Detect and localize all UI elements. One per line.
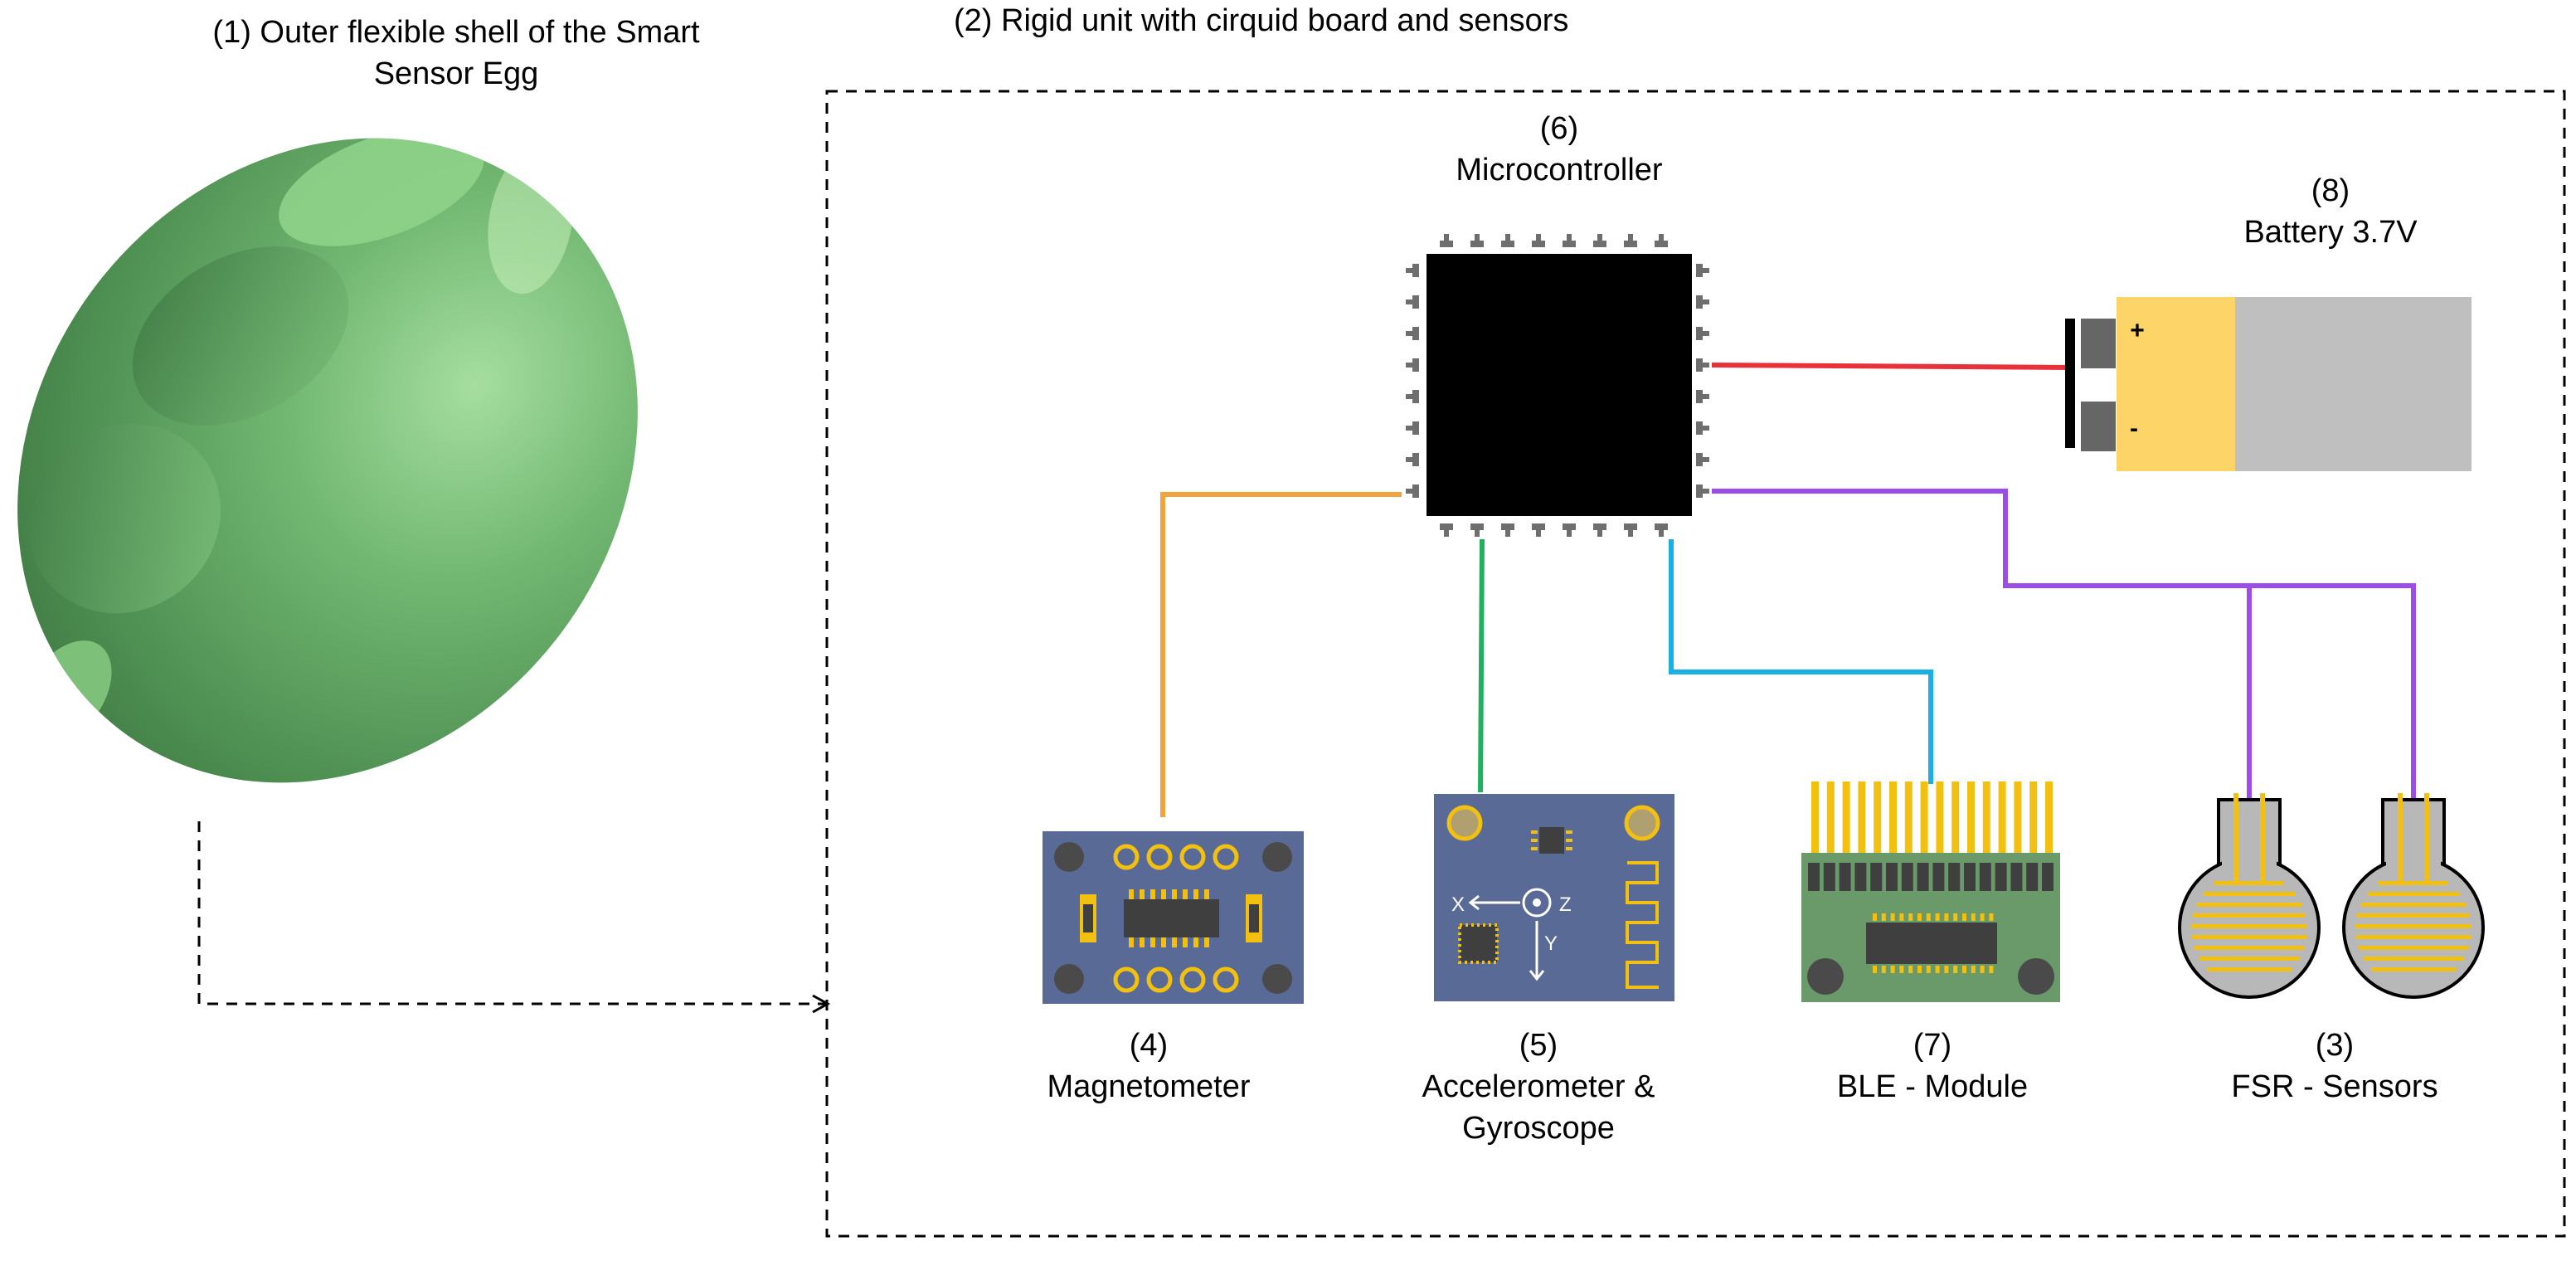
wire-magnetometer <box>1160 492 1402 817</box>
wire-fsr-1 <box>1712 489 2252 801</box>
label-accelerometer-name-line2: Gyroscope <box>1462 1111 1615 1146</box>
chip-body <box>1427 254 1692 516</box>
label-fsr-number: (3) <box>2315 1028 2355 1063</box>
label-outer-shell-line1: (1) Outer flexible shell of the Smart <box>212 15 700 50</box>
wire-fsr-2 <box>2249 583 2416 801</box>
label-battery-number: (8) <box>2311 173 2350 208</box>
label-microcontroller-number: (6) <box>1539 111 1579 146</box>
label-fsr-name: FSR - Sensors <box>2231 1069 2438 1104</box>
label-ble-number: (7) <box>1913 1028 1952 1063</box>
label-battery: (8) Battery 3.7V <box>2206 170 2455 253</box>
wire-ble <box>1669 539 1933 784</box>
dashed-arrow <box>197 821 831 1014</box>
label-battery-name: Battery 3.7V <box>2243 215 2418 250</box>
label-accelerometer-number: (5) <box>1519 1028 1558 1063</box>
label-microcontroller-name: Microcontroller <box>1456 153 1663 187</box>
label-outer-shell: (1) Outer flexible shell of the Smart Se… <box>166 12 746 95</box>
ble-module <box>1801 781 2060 1002</box>
imu-axis-x: X <box>1451 893 1465 916</box>
egg-hole <box>132 246 349 426</box>
label-ble-name: BLE - Module <box>1836 1069 2029 1104</box>
label-magnetometer: (4) Magnetometer <box>983 1025 1315 1108</box>
magnetometer-board <box>1043 831 1304 1004</box>
imu-axis-y: Y <box>1544 932 1558 955</box>
battery-minus: - <box>2130 415 2138 442</box>
wire-battery <box>1711 363 2073 370</box>
label-ble-module: (7) BLE - Module <box>1767 1025 2098 1108</box>
label-rigid-unit: (2) Rigid unit with cirquid board and se… <box>954 3 1569 38</box>
wire-accelerometer <box>1478 538 1485 793</box>
label-outer-shell-line2: Sensor Egg <box>373 56 539 91</box>
label-fsr-sensors: (3) FSR - Sensors <box>2169 1025 2501 1108</box>
fsr-sensor <box>2342 793 2485 999</box>
egg-hole <box>279 127 484 246</box>
egg-shell <box>17 127 638 783</box>
label-accelerometer: (5) Accelerometer & Gyroscope <box>1373 1025 1704 1149</box>
label-magnetometer-name: Magnetometer <box>1047 1069 1251 1104</box>
rigid-unit-box <box>825 90 2566 1238</box>
battery: + - <box>2065 297 2472 471</box>
egg-hole <box>28 423 221 614</box>
chip-pins <box>1406 234 1709 537</box>
label-magnetometer-number: (4) <box>1129 1028 1169 1063</box>
fsr-sensor <box>2178 793 2321 999</box>
fsr-sensors <box>2178 793 2485 999</box>
battery-plus: + <box>2130 317 2145 344</box>
microcontroller-chip <box>1406 234 1709 537</box>
label-microcontroller: (6) Microcontroller <box>1393 108 1725 191</box>
label-accelerometer-name-line1: Accelerometer & <box>1422 1069 1655 1104</box>
imu-axis-z: Z <box>1559 893 1572 916</box>
accelerometer-board: X Z Y <box>1434 794 1674 1001</box>
